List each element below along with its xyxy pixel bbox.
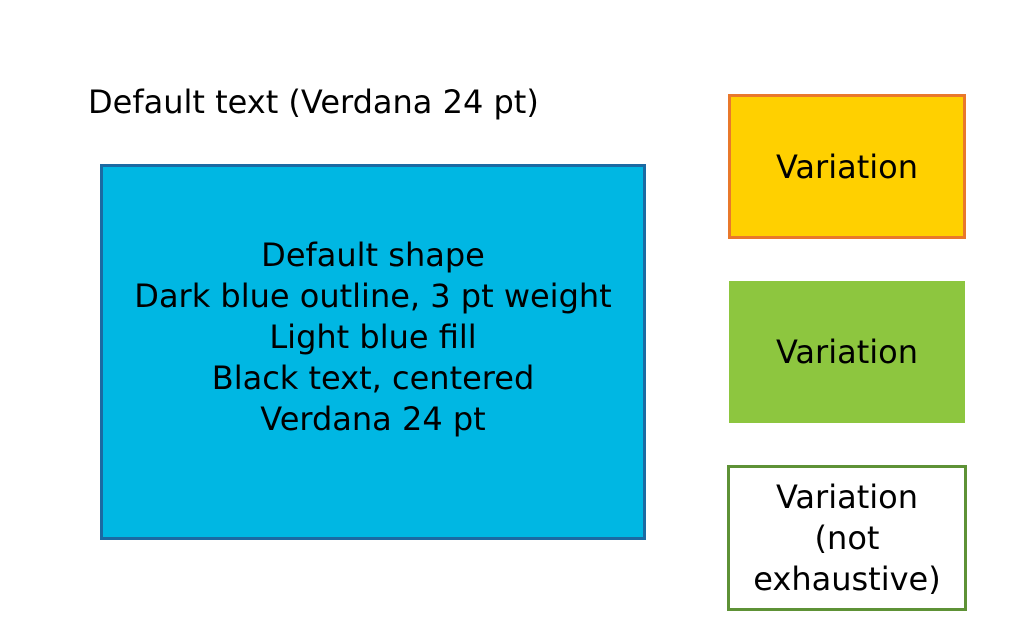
default-shape-line-4: Black text, centered — [211, 359, 535, 397]
default-text-label: Default text (Verdana 24 pt) — [88, 83, 539, 121]
default-shape-line-5: Verdana 24 pt — [260, 400, 486, 438]
variation-box-green: Variation — [729, 281, 965, 423]
default-shape-line-1: Default shape — [261, 236, 485, 274]
variation-box-white: Variation (not exhaustive) — [727, 465, 967, 611]
variation-green-label: Variation — [776, 333, 918, 371]
variation-yellow-label: Variation — [776, 147, 918, 186]
variation-white-line-2: (not — [814, 518, 880, 557]
variation-white-line-3: exhaustive) — [753, 559, 941, 598]
default-shape-line-2: Dark blue outline, 3 pt weight — [134, 277, 612, 315]
default-shape-box: Default shape Dark blue outline, 3 pt we… — [100, 164, 646, 540]
variation-white-line-1: Variation — [776, 477, 918, 516]
variation-box-yellow: Variation — [728, 94, 966, 239]
default-shape-line-3: Light blue fill — [269, 318, 477, 356]
